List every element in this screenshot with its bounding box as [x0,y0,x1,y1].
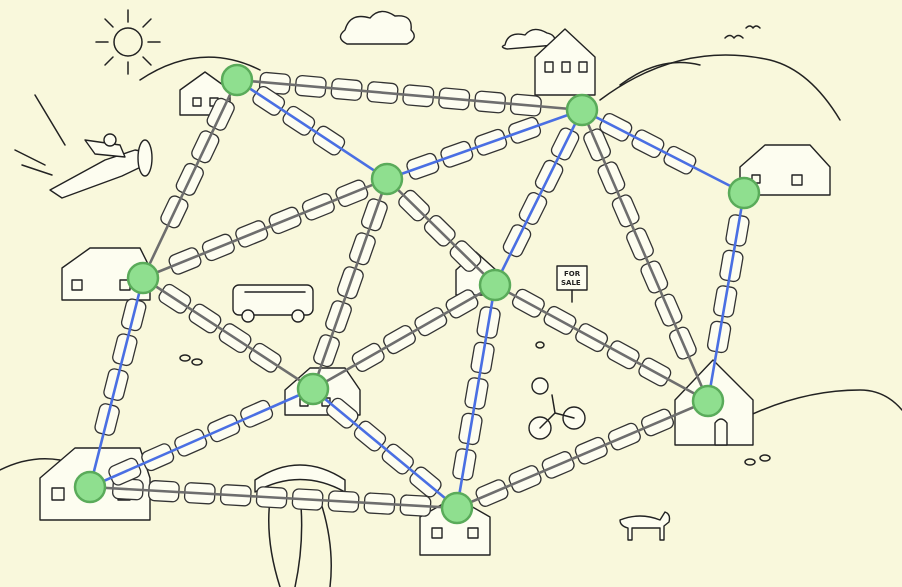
graph-node-J [442,493,472,523]
graph-node-I [75,472,105,502]
graph-node-H [693,386,723,416]
graph-node-F [480,270,510,300]
graph-node-B [567,95,597,125]
graph-node-C [372,164,402,194]
sign-text-line-1: FOR [564,270,581,278]
graph-node-A [222,65,252,95]
sign-text-line-2: SALE [561,279,581,287]
graph-node-E [128,263,158,293]
graph-node-G [298,374,328,404]
graph-node-D [729,178,759,208]
